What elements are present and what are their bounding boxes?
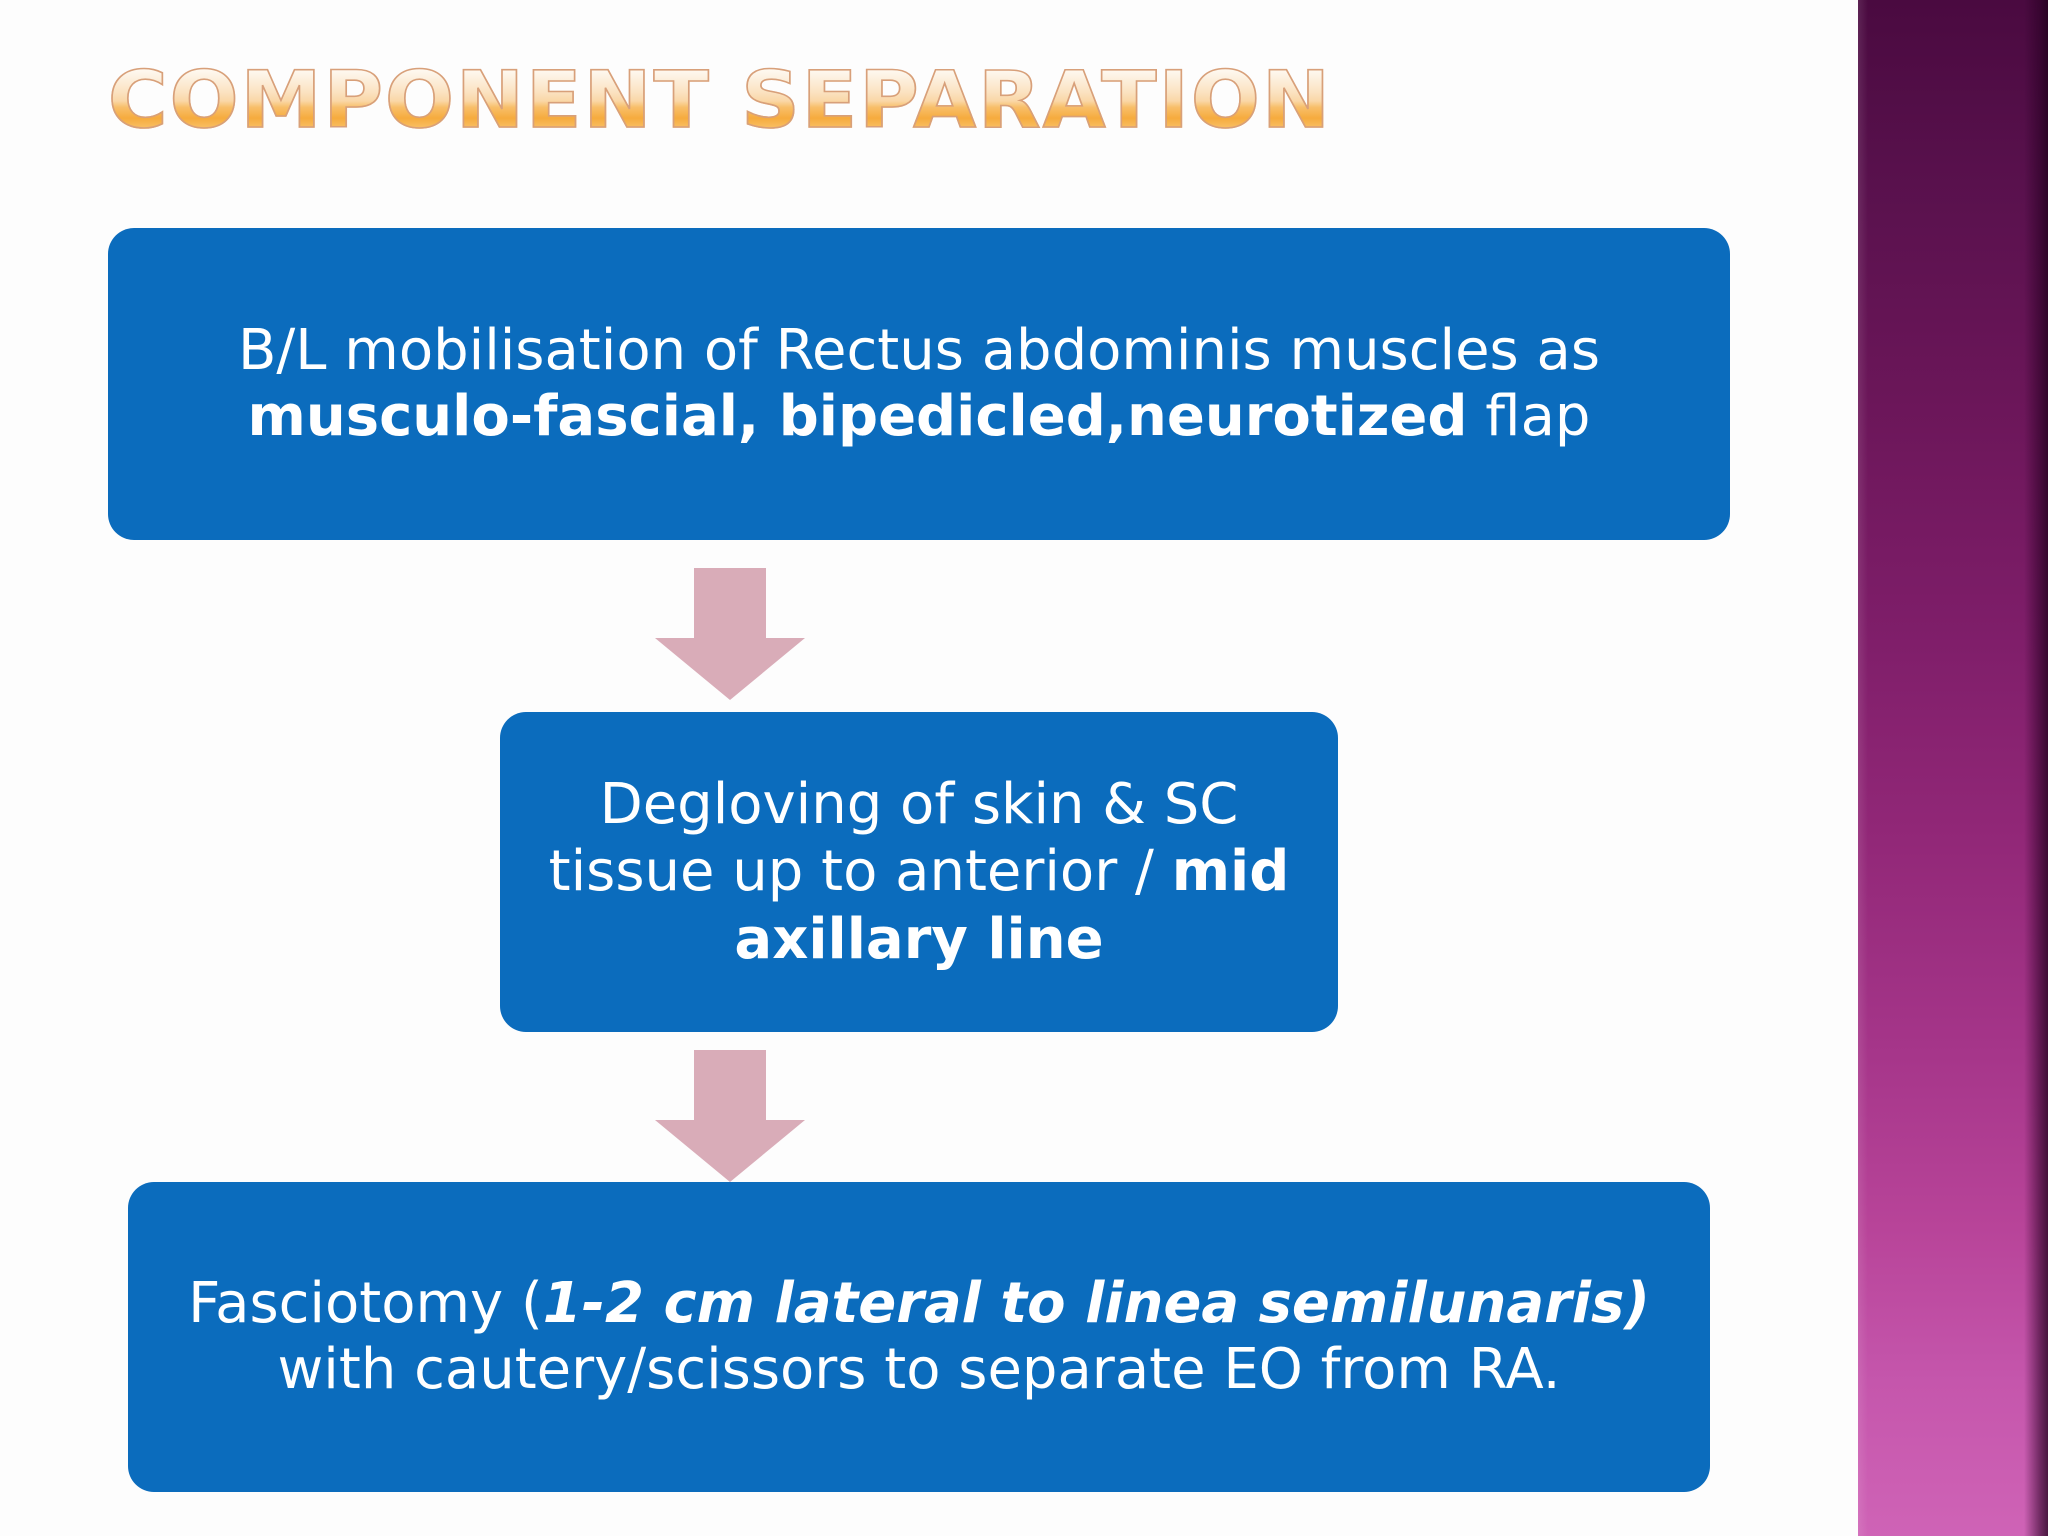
flow-step-1-text: B/L mobilisation of Rectus abdominis mus…	[134, 318, 1704, 450]
flow-step-2-text: Degloving of skin & SC tissue up to ante…	[520, 771, 1318, 973]
flow-step-3-segment-3: with cautery/scissors to separate EO fro…	[277, 1337, 1561, 1402]
connector-2-head	[655, 1120, 805, 1182]
flow-step-1-segment-1: B/L mobilisation of Rectus abdominis mus…	[237, 317, 1601, 383]
flow-step-1-segment-3: flap	[1467, 384, 1591, 449]
flow-step-1-box: B/L mobilisation of Rectus abdominis mus…	[108, 228, 1730, 540]
flow-step-3-segment-2: 1-2 cm lateral to linea semilunaris)	[542, 1270, 1650, 1336]
side-band-outer-edge	[2024, 0, 2048, 1536]
connector-1-shaft	[694, 568, 766, 640]
connector-1-down-arrow-icon	[655, 568, 805, 700]
page-title: Component Separation	[107, 56, 1332, 146]
flow-step-2-box: Degloving of skin & SC tissue up to ante…	[500, 712, 1338, 1032]
flow-step-3-text: Fasciotomy (1-2 cm lateral to linea semi…	[152, 1271, 1686, 1403]
flow-step-3-box: Fasciotomy (1-2 cm lateral to linea semi…	[128, 1182, 1710, 1492]
side-band-inner-edge	[1858, 0, 1868, 1536]
decorative-side-band	[1858, 0, 2048, 1536]
connector-2-shaft	[694, 1050, 766, 1122]
flow-step-2-segment-2: mid axillary line	[734, 839, 1290, 972]
flow-step-1-segment-2: musculo-fascial, bipedicled,neurotized	[247, 384, 1468, 449]
flow-step-2-segment-1: Degloving of skin & SC tissue up to ante…	[548, 772, 1239, 905]
connector-2-down-arrow-icon	[655, 1050, 805, 1182]
flow-step-3-segment-1: Fasciotomy (	[188, 1270, 543, 1336]
connector-1-head	[655, 638, 805, 700]
